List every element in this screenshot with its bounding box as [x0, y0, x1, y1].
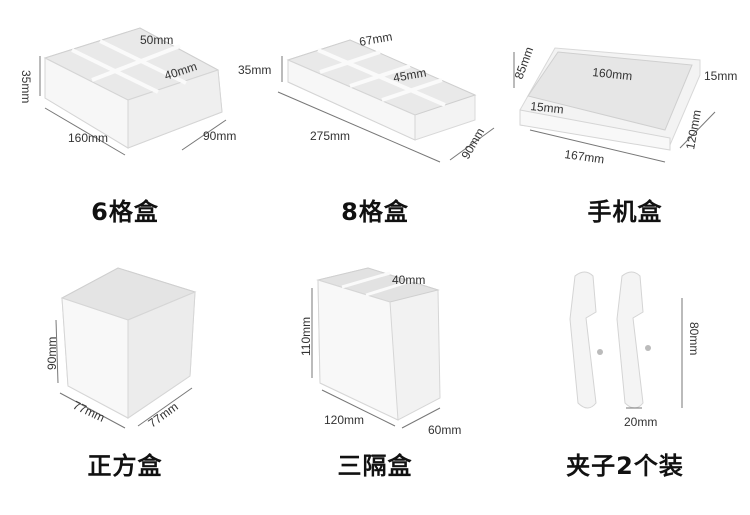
dim-width-right: 77mm	[146, 400, 181, 431]
dim-cell-width: 50mm	[140, 33, 173, 47]
dim-depth: 60mm	[428, 423, 461, 437]
product-phone-box: 85mm 160mm 15mm 15mm 167mm 120mm 手机盒	[500, 0, 750, 257]
product-three-compartment-box: 110mm 40mm 120mm 60mm 三隔盒	[250, 258, 500, 515]
dim-length: 120mm	[324, 413, 364, 427]
dim-depth: 120mm	[683, 109, 704, 151]
product-square-box: 90mm 77mm 77mm 正方盒	[0, 258, 250, 515]
dim-height: 80mm	[687, 322, 701, 355]
six-grid-box-illustration: 35mm 50mm 40mm 160mm 90mm	[19, 27, 236, 156]
dim-height: 35mm	[19, 70, 33, 103]
dim-lip-front: 15mm	[530, 99, 565, 116]
product-6-grid-box: 35mm 50mm 40mm 160mm 90mm 6格盒	[0, 0, 250, 257]
product-caption: 三隔盒	[337, 452, 413, 480]
dim-height: 90mm	[45, 337, 59, 370]
dim-height: 35mm	[238, 63, 271, 77]
dim-cell-depth: 45mm	[392, 65, 427, 85]
phone-box-illustration: 85mm 160mm 15mm 15mm 167mm 120mm	[512, 45, 738, 167]
square-box-illustration: 90mm 77mm 77mm	[45, 267, 197, 431]
dim-width: 20mm	[624, 415, 657, 429]
eight-grid-box-illustration: 35mm 67mm 45mm 275mm 90mm	[238, 29, 495, 163]
dim-height: 110mm	[299, 317, 313, 356]
dim-cell-width: 67mm	[358, 29, 393, 49]
product-caption: 正方盒	[87, 452, 163, 480]
product-clips-2-pack: 80mm 20mm 夹子2个装	[500, 258, 750, 515]
dim-height: 85mm	[512, 45, 537, 81]
dim-length: 160mm	[68, 131, 108, 145]
dim-divider: 40mm	[392, 273, 425, 287]
product-caption: 8格盒	[341, 198, 409, 226]
dim-depth: 90mm	[458, 126, 487, 162]
dim-inner-width: 160mm	[592, 65, 633, 83]
dim-lip-right: 15mm	[704, 69, 737, 83]
three-compartment-box-illustration: 110mm 40mm 120mm 60mm	[299, 267, 461, 437]
product-caption: 6格盒	[91, 198, 159, 226]
dim-depth: 90mm	[203, 129, 236, 143]
dim-length: 275mm	[310, 129, 350, 143]
product-8-grid-box: 35mm 67mm 45mm 275mm 90mm 8格盒	[238, 0, 500, 257]
product-caption: 手机盒	[587, 198, 663, 226]
product-caption: 夹子2个装	[566, 452, 684, 480]
dim-length: 167mm	[564, 147, 606, 166]
clips-illustration: 80mm 20mm	[569, 271, 701, 429]
